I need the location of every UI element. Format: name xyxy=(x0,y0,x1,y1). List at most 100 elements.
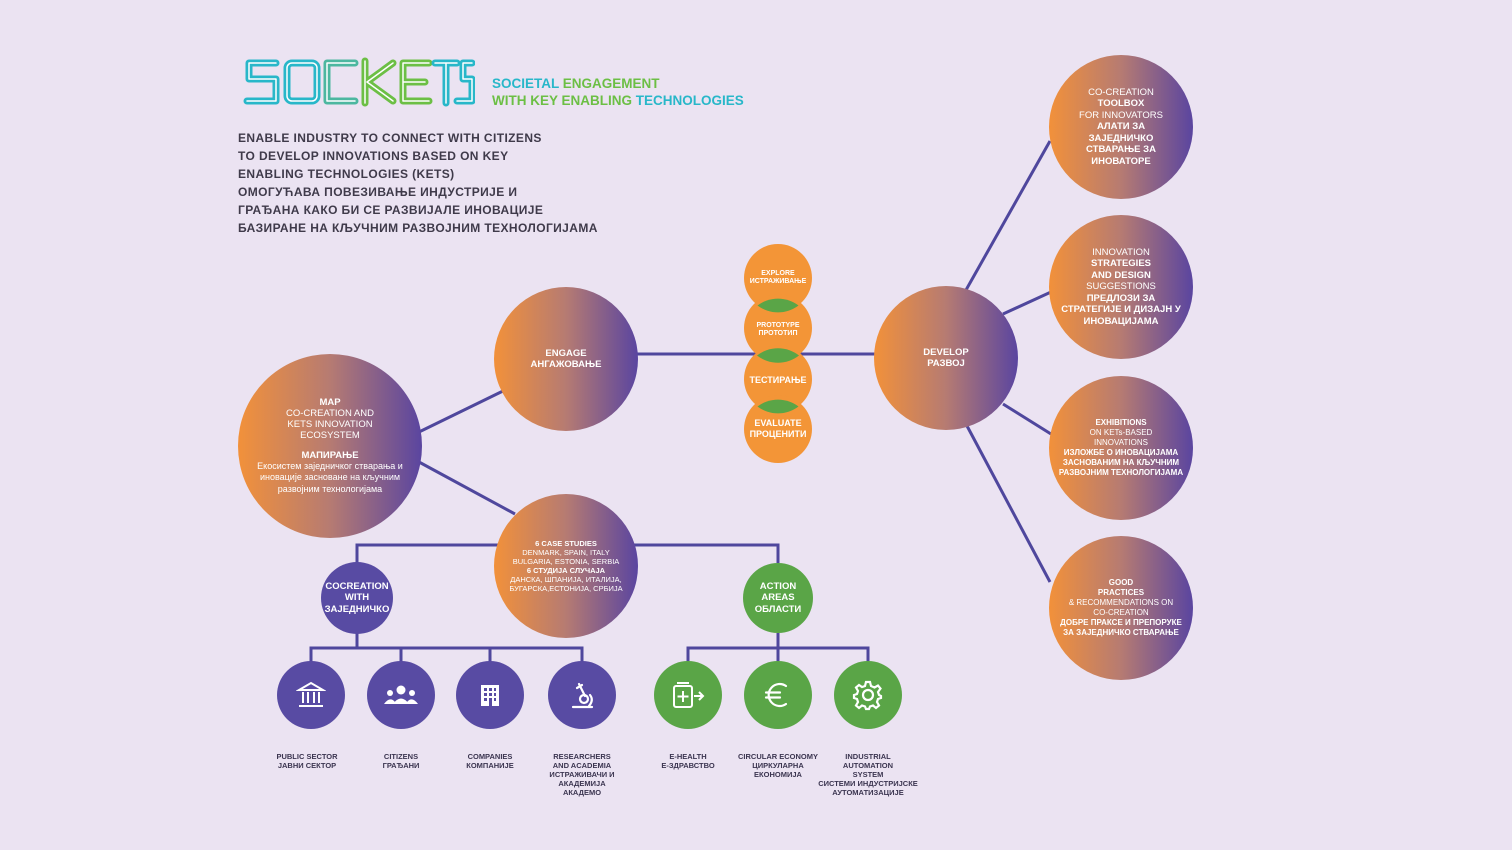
stage-label-sr: ПРОЦЕНИТИ xyxy=(749,429,807,439)
caption-line: Е-ЗДРАВСТВО xyxy=(661,761,715,770)
tagline-part: SOCIETAL xyxy=(492,76,560,91)
cocreation-label-sr: ЗАЈЕДНИЧКО xyxy=(324,603,390,615)
caption-line: CIRCULAR ECONOMY xyxy=(738,752,818,761)
caption-line: PUBLIC SECTOR xyxy=(276,752,338,761)
people-group-icon xyxy=(367,661,435,729)
engage-node: ENGAGE АНГАЖОВАЊЕ xyxy=(494,287,638,431)
output-strategies: INNOVATION STRATEGIES AND DESIGN SUGGEST… xyxy=(1049,215,1193,359)
stage-label-sr: ПРОТОТИП xyxy=(758,330,798,337)
caption-line: ЕКОНОМИЈА xyxy=(754,770,802,779)
stage-prototype: PROTOTYPE ПРОТОТИП xyxy=(744,314,812,346)
caption-line: ЈАВНИ СЕКТОР xyxy=(277,761,337,770)
output-good-practices: GOOD PRACTICES & RECOMMENDATIONS ON CO-C… xyxy=(1049,536,1193,680)
stage-label: EXPLORE xyxy=(761,269,795,277)
develop-label: DEVELOP xyxy=(923,347,969,358)
intro-line: БАЗИРАНЕ НА КЉУЧНИМ РАЗВОЈНИМ ТЕХНОЛОГИЈ… xyxy=(238,221,598,235)
output-bold: TOOLBOX xyxy=(1097,98,1145,110)
stage-label: EVALUATE xyxy=(754,418,802,428)
brand-tagline: SOCIETAL ENGAGEMENT WITH KEY ENABLING TE… xyxy=(492,75,744,109)
map-subtitle: CO-CREATION AND KETS INNOVATION ECOSYSTE… xyxy=(286,407,374,441)
intro-line: ENABLE INDUSTRY TO CONNECT WITH CITIZENS xyxy=(238,131,542,145)
case-countries: BULGARIA, ESTONIA, SERBIA xyxy=(512,557,620,566)
case-countries: DENMARK, SPAIN, ITALY xyxy=(522,548,610,557)
sockets-logo xyxy=(243,57,475,107)
intro-line: ОМОГУЋАВА ПОВЕЗИВАЊЕ ИНДУСТРИЈЕ И xyxy=(238,185,518,199)
develop-label-sr: РАЗВОЈ xyxy=(927,358,965,369)
caption-line: INDUSTRIAL xyxy=(845,752,891,761)
map-title: MAP xyxy=(319,396,341,408)
output-exhibitions: EXHIBITIONS ON KETs-BASED INNOVATIONS ИЗ… xyxy=(1049,376,1193,520)
caption-line: СИСТЕМИ ИНДУСТРИЈСКЕ xyxy=(818,779,918,788)
stage-label: PROTOTYPE xyxy=(756,321,800,329)
case-title: 6 CASE STUDIES xyxy=(535,539,597,548)
caption-line: ЦИРКУЛАРНА xyxy=(752,761,804,770)
output-toolbox: CO-CREATION TOOLBOX FOR INNOVATORS АЛАТИ… xyxy=(1049,55,1193,199)
stage-test: ТЕСТИРАЊЕ xyxy=(744,364,812,396)
intro-line: ENABLING TECHNOLOGIES (KETS) xyxy=(238,167,455,181)
action-areas-node: ACTION AREAS ОБЛАСТИ xyxy=(743,563,813,633)
caption-line: ГРАЂАНИ xyxy=(382,761,420,770)
action-label: ACTION xyxy=(759,580,797,592)
area-caption: E-HEALTH Е-ЗДРАВСТВО xyxy=(628,752,748,770)
engage-label-sr: АНГАЖОВАЊЕ xyxy=(530,359,602,370)
area-caption: INDUSTRIAL AUTOMATION SYSTEM СИСТЕМИ ИНД… xyxy=(808,752,928,797)
map-subtitle-sr: Екосистем заједничког стварања и иноваци… xyxy=(257,460,403,494)
gear-icon xyxy=(834,661,902,729)
output-bold: EXHIBITIONS xyxy=(1095,418,1147,427)
output-light: CO-CREATION xyxy=(1088,86,1154,98)
case-countries-sr: ДАНСКА, ШПАНИЈА, ИТАЛИЈА, xyxy=(510,575,622,584)
develop-node: DEVELOP РАЗВОЈ xyxy=(874,286,1018,430)
stage-explore: EXPLORE ИСТРАЖИВАЊЕ xyxy=(744,262,812,294)
output-bold: GOOD PRACTICES xyxy=(1097,578,1145,597)
caption-line: ИСТРАЖИВАЧИ И xyxy=(549,770,615,779)
cocreation-label: COCREATION xyxy=(325,580,389,592)
output-light: SUGGESTIONS xyxy=(1086,281,1156,293)
intro-line: TO DEVELOP INNOVATIONS BASED ON KEY xyxy=(238,149,509,163)
output-light: INNOVATION xyxy=(1092,246,1150,258)
output-light: FOR INNOVATORS xyxy=(1079,109,1163,121)
ehealth-icon xyxy=(654,661,722,729)
stage-label-sr: ТЕСТИРАЊЕ xyxy=(749,375,807,385)
caption-line: AND ACADEMIA xyxy=(552,761,612,770)
area-caption: CIRCULAR ECONOMY ЦИРКУЛАРНА ЕКОНОМИЈА xyxy=(718,752,838,779)
case-studies-node: 6 CASE STUDIES DENMARK, SPAIN, ITALY BUL… xyxy=(494,494,638,638)
output-light: & RECOMMENDATIONS ON CO-CREATION xyxy=(1068,598,1174,617)
stakeholder-caption: CITIZENS ГРАЂАНИ xyxy=(341,752,461,770)
caption-line: КОМПАНИЈЕ xyxy=(466,761,514,770)
caption-line: CITIZENS xyxy=(383,752,419,761)
output-light: ON KETs-BASED INNOVATIONS xyxy=(1089,428,1153,447)
stakeholder-caption: PUBLIC SECTOR ЈАВНИ СЕКТОР xyxy=(247,752,367,770)
tagline-part: WITH KEY ENABLING xyxy=(492,93,633,108)
caption-line: RESEARCHERS xyxy=(553,752,611,761)
action-label-sr: ОБЛАСТИ xyxy=(754,603,802,615)
map-node: MAP CO-CREATION AND KETS INNOVATION ECOS… xyxy=(238,354,422,538)
caption-line: АКАДЕМИЈА xyxy=(558,779,606,788)
cocreation-node: COCREATION WITH ЗАЈЕДНИЧКО xyxy=(321,562,393,634)
action-label: AREAS xyxy=(761,592,795,604)
stage-evaluate: EVALUATE ПРОЦЕНИТИ xyxy=(744,413,812,445)
caption-line: SYSTEM xyxy=(852,770,884,779)
output-bold-sr: ПРЕДЛОЗИ ЗА СТРАТЕГИЈЕ И ДИЗАЈН У ИНОВАЦ… xyxy=(1061,292,1181,327)
stakeholder-caption: COMPANIES КОМПАНИЈЕ xyxy=(430,752,550,770)
stage-overlaps xyxy=(744,244,812,463)
output-bold-sr: ДОБРЕ ПРАКСЕ И ПРЕПОРУКЕ ЗА ЗАЈЕДНИЧКО С… xyxy=(1060,618,1182,637)
tagline-part: ENGAGEMENT xyxy=(562,76,660,91)
case-countries-sr: БУГАРСКА,ЕСТОНИЈА, СРБИЈА xyxy=(509,584,623,593)
caption-line: АУТОМАТИЗАЦИЈЕ xyxy=(832,788,904,797)
caption-line: AUTOMATION xyxy=(842,761,894,770)
tagline-part: TECHNOLOGIES xyxy=(635,93,744,108)
caption-line: COMPANIES xyxy=(467,752,513,761)
intro-text: ENABLE INDUSTRY TO CONNECT WITH CITIZENS… xyxy=(238,129,598,237)
case-title-sr: 6 СТУДИЈА СЛУЧАЈА xyxy=(526,566,606,575)
output-bold-sr: АЛАТИ ЗА ЗАЈЕДНИЧКО СТВАРАЊЕ ЗА ИНОВАТОР… xyxy=(1086,121,1156,167)
stakeholder-caption: RESEARCHERS AND ACADEMIA ИСТРАЖИВАЧИ И А… xyxy=(522,752,642,797)
intro-line: ГРАЂАНА КАКО БИ СЕ РАЗВИЈАЛЕ ИНОВАЦИЈЕ xyxy=(238,203,544,217)
output-bold: STRATEGIES AND DESIGN xyxy=(1091,258,1151,281)
euro-icon xyxy=(744,661,812,729)
stage-label-sr: ИСТРАЖИВАЊЕ xyxy=(749,278,807,285)
building-icon xyxy=(456,661,524,729)
output-bold-sr: ИЗЛОЖБЕ О ИНОВАЦИЈАМА ЗАСНОВАНИМ НА КЉУЧ… xyxy=(1058,448,1184,477)
cocreation-label: WITH xyxy=(344,592,370,604)
microscope-icon xyxy=(548,661,616,729)
